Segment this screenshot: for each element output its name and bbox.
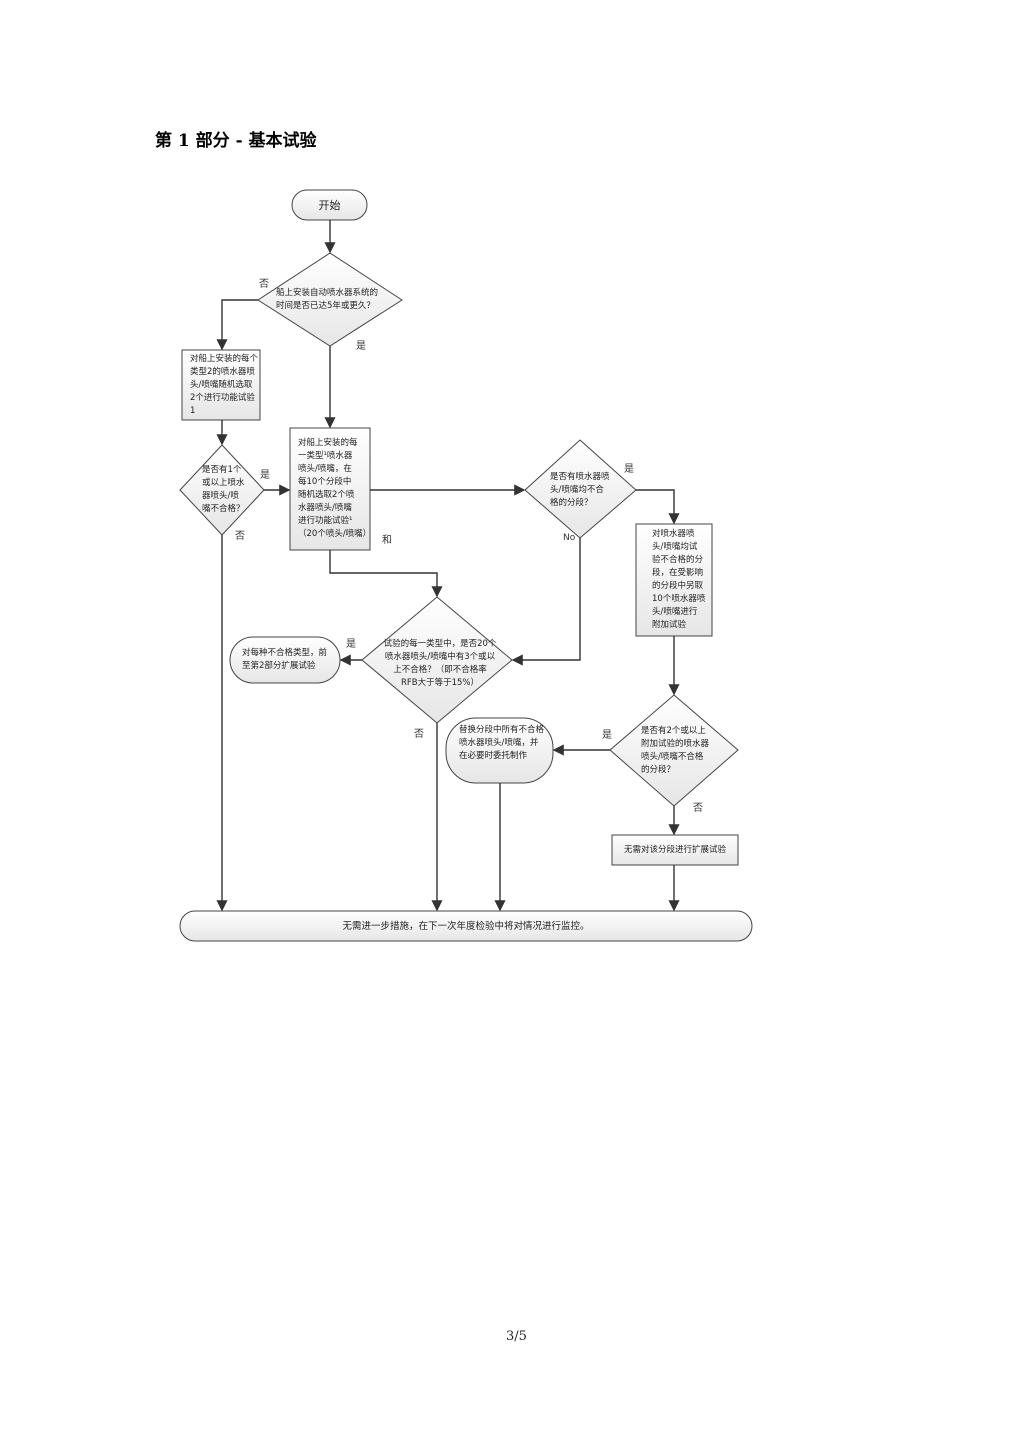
label-section-no: No xyxy=(563,533,576,543)
process-additional-test xyxy=(635,523,713,637)
label-age-yes: 是 xyxy=(356,341,366,352)
decision-age-text: 船上安装自动喷水器系统的 时间是否已达5年或更久？ xyxy=(276,288,379,311)
label-two-yes: 是 xyxy=(602,730,612,741)
label-rate-no: 否 xyxy=(414,729,424,740)
decision-section-text: 是否有喷水器喷 头/喷嘴均不合 格的分段？ xyxy=(550,471,610,508)
decision-two-sections-text: 是否有2个或以上 附加试验的喷水器 喷头/喷嘴不合格 的分段？ xyxy=(641,726,710,775)
label-age-no: 否 xyxy=(259,279,269,290)
start-text: 开始 xyxy=(318,198,341,212)
label-section-yes: 是 xyxy=(624,464,634,475)
decision-one-fail-text: 是否有1个 或以上喷水 器喷头/喷 嘴不合格？ xyxy=(202,465,245,514)
label-rate-yes: 是 xyxy=(346,639,356,650)
page-number: 3/5 xyxy=(506,1329,527,1344)
replace-text: 替换分段中所有不合格 喷水器喷头/喷嘴，并 在必要时委托制作 xyxy=(459,724,545,761)
label-one-fail-yes: 是 xyxy=(260,470,270,481)
process-additional-text: 对喷水器喷 头/喷嘴均试 验不合格的分 段，在受影响 的分段中另取 10个喷水器… xyxy=(652,529,706,630)
process-type2-test xyxy=(181,349,261,421)
no-extended-text: 无需对该分段进行扩展试验 xyxy=(623,844,726,855)
process-type2-text: 对船上安装的每个 类型2的喷水器喷 头/喷嘴随机选取 2个进行功能试验1 xyxy=(190,353,259,416)
decision-rate-text: 试验的每一类型中，是否20个 喷水器喷头/喷嘴中有3个或以 上不合格？（即不合格… xyxy=(383,639,497,688)
page-title: 第 1 部分 - 基本试验 xyxy=(155,131,317,151)
part2-text: 对每种不合格类型，前 至第2部分扩展试验 xyxy=(242,648,328,671)
label-one-fail-no: 否 xyxy=(235,531,245,542)
label-two-no: 否 xyxy=(693,803,703,814)
process-each-type-text: 对船上安装的每 一类型¹喷水器 喷头/喷嘴，在 每10个分段中 随机选取2个喷 … xyxy=(298,438,372,539)
end-terminator xyxy=(179,910,753,942)
label-and: 和 xyxy=(382,535,392,546)
end-text: 无需进一步措施，在下一次年度检验中将对情况进行监控。 xyxy=(342,920,590,932)
